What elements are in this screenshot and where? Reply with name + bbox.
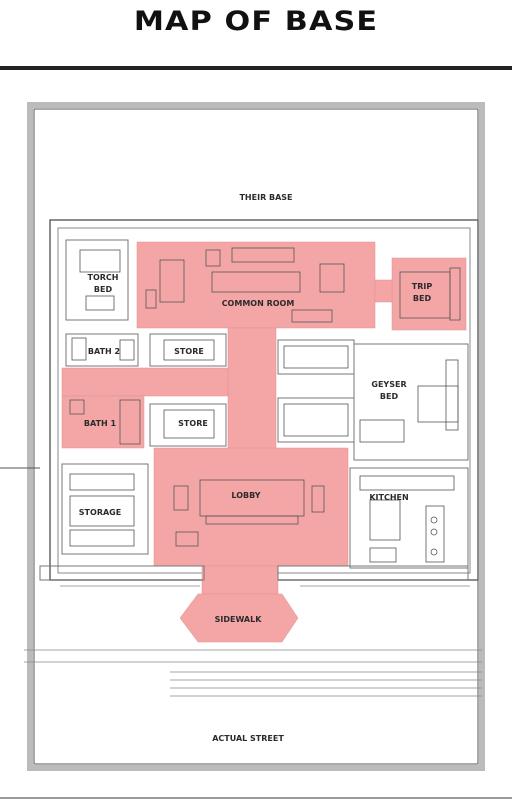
entry-highlight	[201, 565, 279, 595]
trip-connector-highlight	[374, 279, 393, 303]
label-geyser-bed-line2: BED	[380, 392, 399, 401]
label-common-room: COMMON ROOM	[222, 299, 295, 308]
label-lobby: LOBBY	[231, 491, 260, 500]
bath-corridor-highlight	[61, 367, 229, 397]
label-store-2: STORE	[178, 419, 208, 428]
page-title: MAP OF BASE	[133, 6, 379, 37]
panel-border-top	[0, 66, 512, 70]
street-lines	[24, 585, 482, 697]
bath-1-highlight	[61, 395, 145, 449]
label-actual-street: ACTUAL STREET	[212, 734, 284, 743]
label-their-base: THEIR BASE	[239, 193, 292, 202]
label-geyser-bed-line1: GEYSER	[371, 380, 406, 389]
panel-border-bottom	[0, 797, 512, 799]
label-bath-2: BATH 2	[88, 347, 120, 356]
label-trip-bed-line1: TRIP	[412, 282, 433, 291]
highlighted-area	[61, 241, 467, 643]
label-sidewalk: SIDEWALK	[215, 615, 263, 624]
corridor-highlight	[227, 327, 277, 457]
label-storage: STORAGE	[79, 508, 121, 517]
interior-walls	[39, 239, 469, 581]
label-trip-bed-line2: BED	[413, 294, 432, 303]
sidewalk-highlight	[179, 593, 299, 643]
label-bath-1: BATH 1	[84, 419, 117, 428]
label-store-1: STORE	[174, 347, 204, 356]
lobby-highlight	[153, 447, 349, 567]
common-room-highlight	[136, 241, 376, 329]
label-torch-bed-line2: BED	[94, 285, 113, 294]
label-kitchen: KITCHEN	[369, 493, 408, 502]
label-torch-bed-line1: TORCH	[88, 273, 119, 282]
furniture	[69, 247, 461, 563]
